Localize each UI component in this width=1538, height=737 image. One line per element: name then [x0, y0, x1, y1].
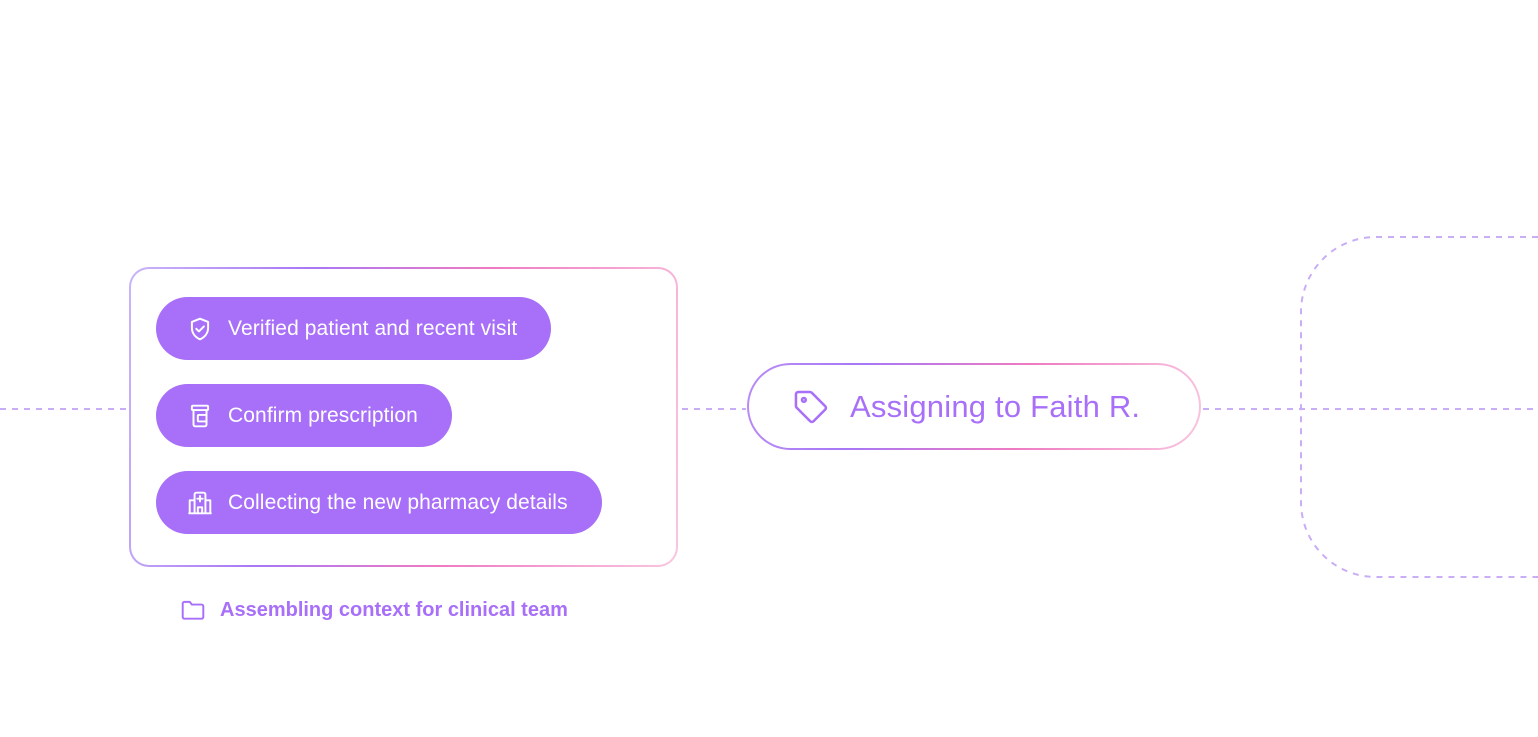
prescription-bottle-icon — [187, 403, 213, 429]
assignment-label: Assigning to Faith R. — [850, 388, 1141, 424]
next-stage-placeholder — [1300, 236, 1538, 578]
step-confirm-prescription[interactable]: Confirm prescription — [156, 384, 452, 447]
shield-check-icon — [187, 316, 213, 342]
step-collect-pharmacy[interactable]: Collecting the new pharmacy details — [156, 471, 602, 534]
pharmacy-building-icon — [187, 490, 213, 516]
step-verified-patient[interactable]: Verified patient and recent visit — [156, 297, 552, 360]
folder-icon — [180, 597, 206, 623]
context-group: Verified patient and recent visit Confir… — [129, 267, 678, 567]
caption-label: Assembling context for clinical team — [220, 598, 568, 621]
context-caption: Assembling context for clinical team — [180, 597, 568, 623]
assignment-node[interactable]: Assigning to Faith R. — [747, 363, 1201, 450]
step-label: Confirm prescription — [228, 403, 418, 427]
tag-icon — [792, 388, 830, 426]
step-label: Verified patient and recent visit — [228, 316, 518, 340]
step-label: Collecting the new pharmacy details — [228, 490, 568, 514]
